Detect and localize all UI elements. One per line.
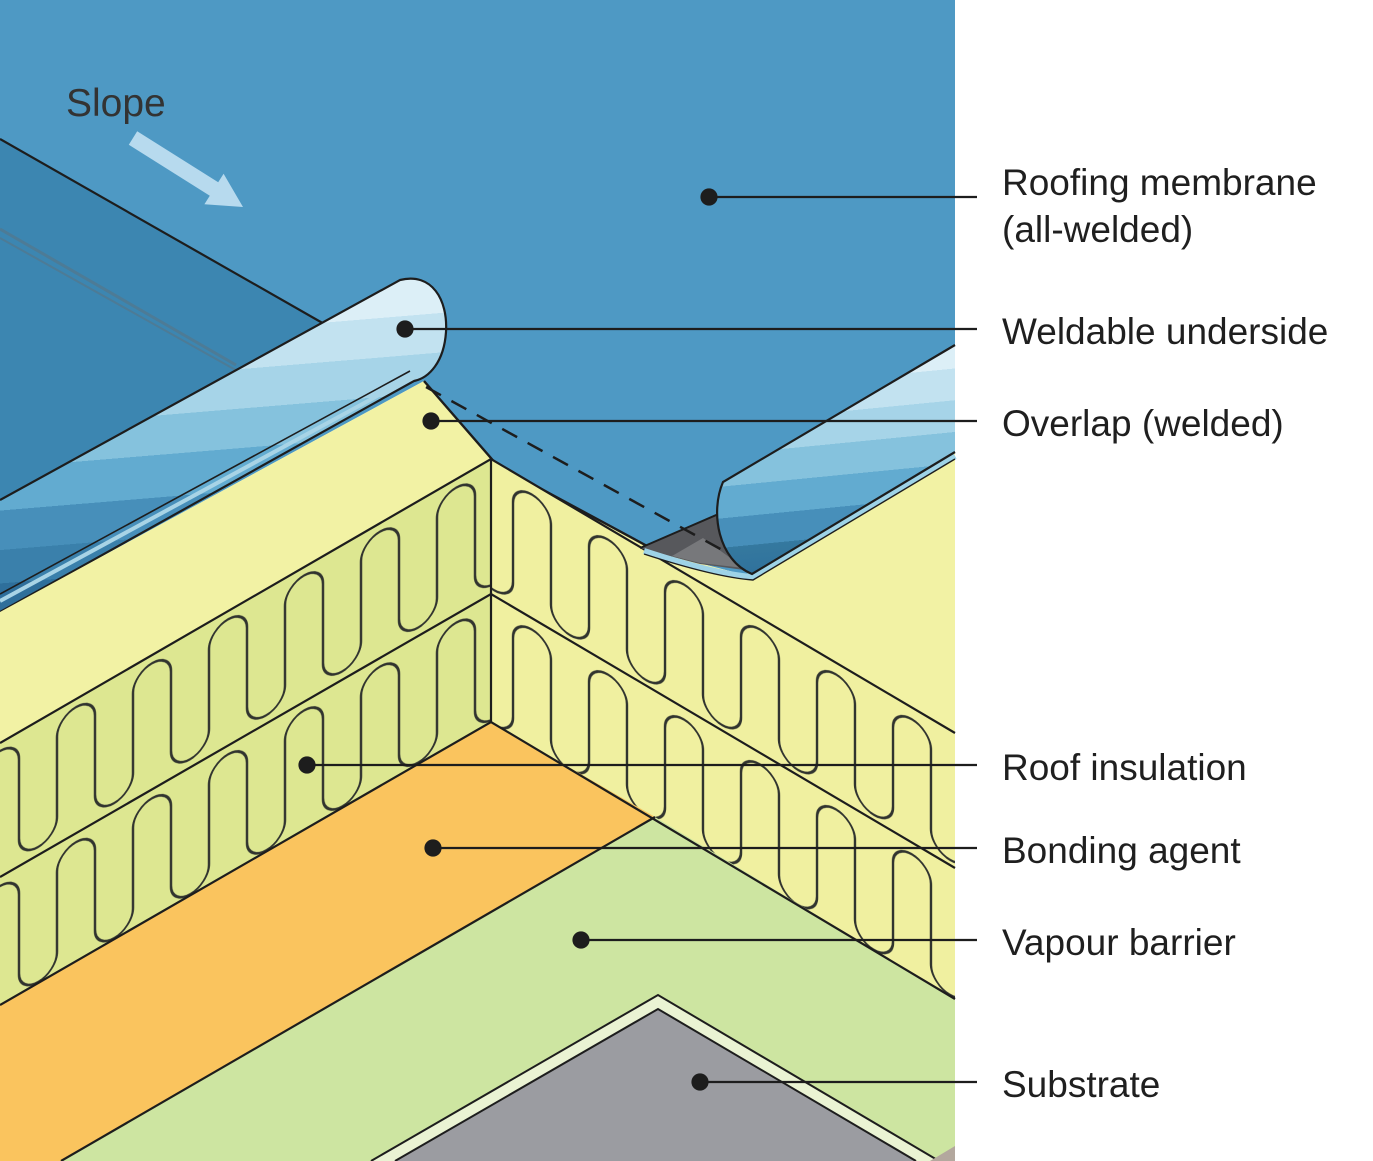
- leader-dot-bonding: [424, 839, 442, 857]
- label-bonding-agent: Bonding agent: [1002, 830, 1241, 871]
- membrane-roll-right: [717, 345, 955, 574]
- membrane-underside-lighter: [672, 538, 744, 568]
- substrate-surface: [395, 1009, 916, 1161]
- leader-dot-membrane: [700, 188, 718, 206]
- leader-dot-substrate: [691, 1073, 709, 1091]
- leader-dot-insulation: [298, 756, 316, 774]
- insulation-face-left-2-pattern: [0, 594, 491, 1005]
- membrane-seam-stripe-2: [0, 237, 242, 374]
- slope-label: Slope: [66, 82, 166, 125]
- weldable-underside-edge-line: [643, 458, 956, 581]
- membrane-left-course: [0, 139, 400, 500]
- label-substrate: Substrate: [1002, 1064, 1161, 1105]
- leader-dot-weldable: [396, 320, 414, 338]
- substrate-highlight-outer-line: [370, 993, 940, 1161]
- leader-dot-overlap: [422, 412, 440, 430]
- bonding-agent-surface: [0, 722, 655, 1161]
- insulation-face-right-2-pattern: [491, 594, 955, 999]
- membrane-seam-line: [0, 138, 327, 326]
- label-roofing-membrane-line2: (all-welded): [1002, 209, 1194, 250]
- leader-lines: [298, 188, 977, 1091]
- corner-sliver: [930, 1146, 955, 1161]
- leader-dot-vapour: [572, 931, 590, 949]
- overlap-dashed-line: [425, 385, 745, 564]
- label-vapour-barrier: Vapour barrier: [1002, 922, 1236, 963]
- label-roofing-membrane-line1: Roofing membrane: [1002, 162, 1317, 203]
- label-overlap-welded: Overlap (welded): [1002, 403, 1284, 444]
- membrane-roll-left: [0, 278, 447, 612]
- membrane-roll-left-outline: [0, 277, 448, 613]
- label-roofing-membrane: Roofing membrane (all-welded): [1002, 159, 1317, 253]
- weldable-underside-edge: [643, 453, 957, 581]
- label-roof-insulation: Roof insulation: [1002, 747, 1247, 788]
- membrane-roll-right-outline: [716, 344, 956, 576]
- membrane-roll-left-edge-line: [0, 370, 411, 595]
- insulation-top-surface: [0, 381, 955, 743]
- slope-arrow: [128, 131, 243, 207]
- insulation-face-left-1-pattern: [0, 459, 491, 877]
- membrane-roll-left-edge-highlight: [0, 374, 415, 603]
- membrane-seam-stripe: [0, 227, 237, 367]
- bonding-agent-edge-line: [60, 816, 656, 1161]
- substrate-top-line: [394, 1007, 917, 1161]
- label-weldable-underside: Weldable underside: [1002, 311, 1329, 352]
